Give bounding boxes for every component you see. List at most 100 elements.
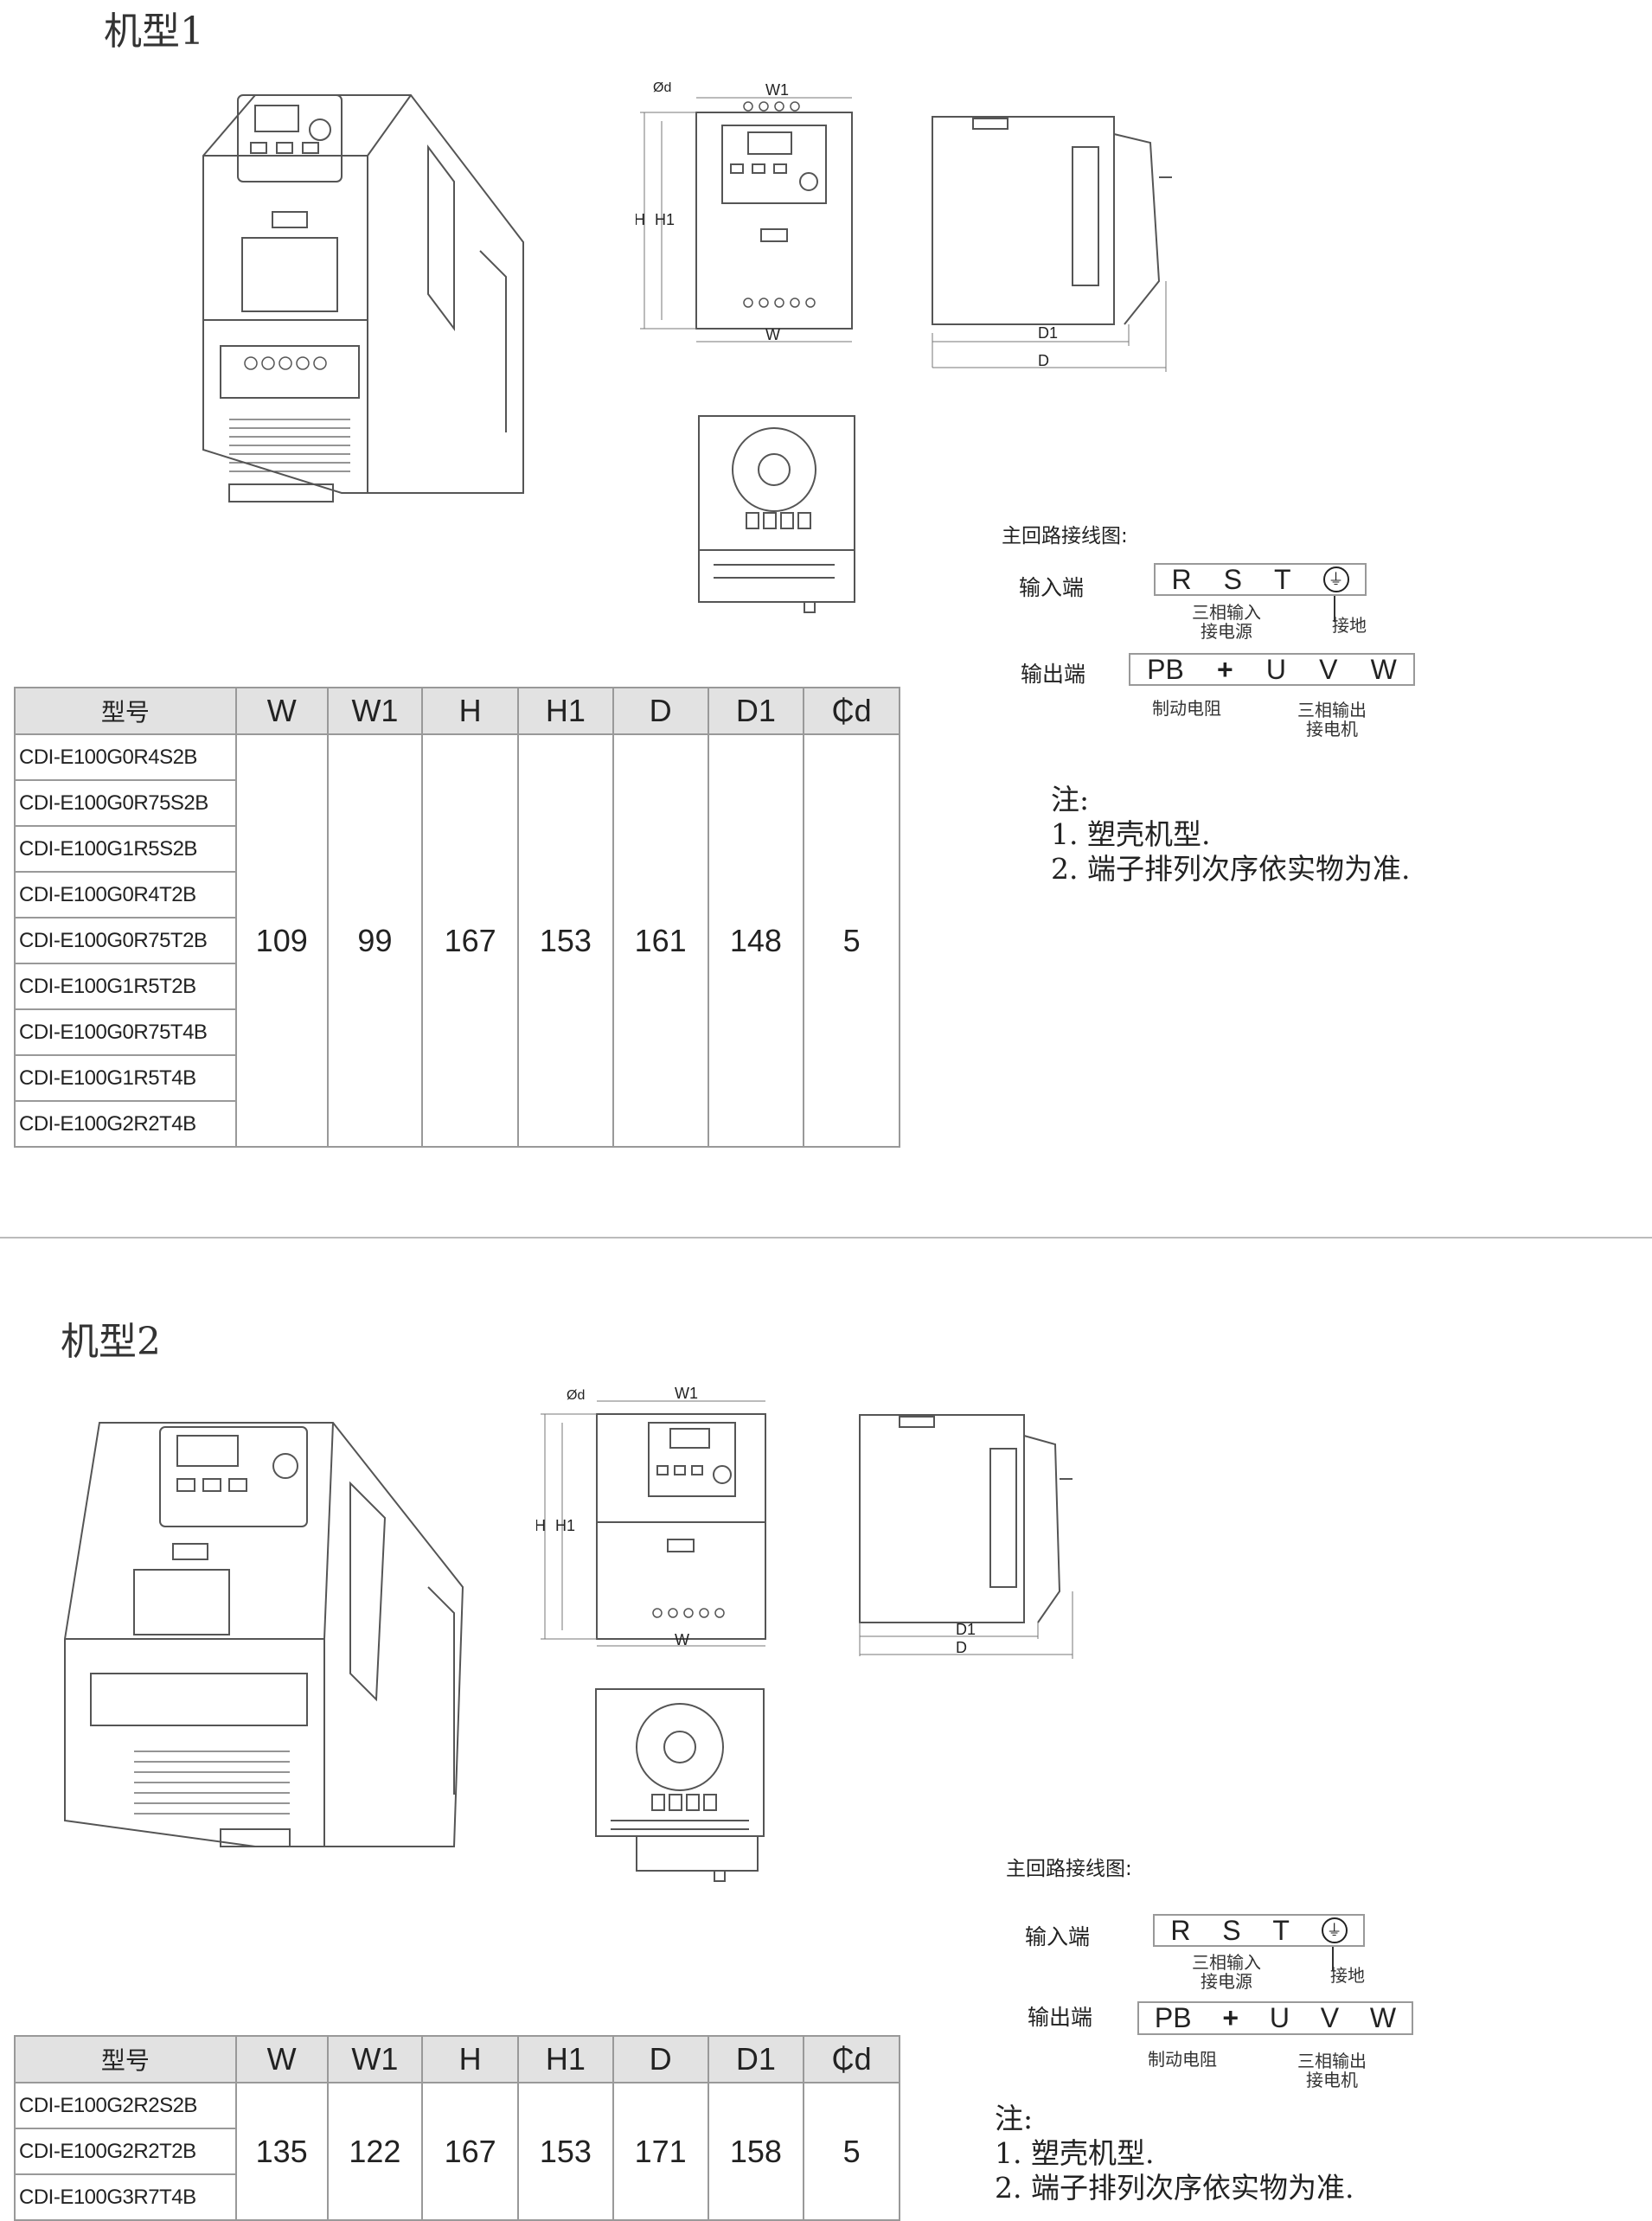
header-d1: D1 <box>707 687 805 735</box>
spec-table-2: 型号 W W1 H H1 D D1 ₵d CDI-E100G2R2S2B 135… <box>14 2035 900 2221</box>
table-row: CDI-E100G2R2T4B <box>14 1100 900 1148</box>
output-note-line2: 接电机 <box>1306 719 1358 739</box>
input-note: 三相输入 接电源 <box>1192 1953 1261 1991</box>
model-1-title: 机型1 <box>104 10 204 54</box>
bottom-view-1 <box>698 415 855 613</box>
header-d1: D1 <box>707 2035 805 2083</box>
wiring-title: 主回路接线图: <box>1006 1858 1132 1880</box>
output-terminal-label: 输出端 <box>1021 662 1086 687</box>
model-cell: CDI-E100G0R75S2B <box>14 779 237 827</box>
dim-h-label: H <box>536 1517 546 1534</box>
dim-w1-label: W1 <box>675 1385 698 1402</box>
model-cell: CDI-E100G0R75T4B <box>14 1008 237 1056</box>
terminal-pb: PB <box>1147 653 1184 685</box>
note-item: 2. 端子排列次序依实物为准. <box>995 2171 1354 2205</box>
header-w1: W1 <box>326 2035 424 2083</box>
front-view-1: W1 Ød W H H1 <box>636 82 853 343</box>
header-h1: H1 <box>517 2035 614 2083</box>
output-terminal-label: 输出端 <box>1028 2005 1093 2030</box>
notes-heading: 注: <box>995 2102 1034 2135</box>
table-row: CDI-E100G2R2S2B 135 122 167 153 171 158 … <box>14 2082 900 2221</box>
isometric-view-2 <box>64 1422 464 1847</box>
output-note-line2: 接电机 <box>1306 2070 1358 2090</box>
value-w1: 122 <box>326 2082 424 2221</box>
table-row: CDI-E100G0R75S2B <box>14 779 900 827</box>
terminal-s: S <box>1222 1914 1241 1946</box>
value-h: 167 <box>421 2082 520 2221</box>
header-d: D <box>611 2035 709 2083</box>
value-d1: 148 <box>707 733 805 1148</box>
dim-od-label: Ød <box>567 1388 585 1403</box>
side-view-1: D1 D <box>932 116 1172 372</box>
input-note-line2: 接电源 <box>1201 621 1252 642</box>
ground-note: 接地 <box>1332 615 1367 636</box>
ground-lead <box>1334 596 1335 622</box>
dim-d-label: D <box>1038 352 1049 369</box>
ground-lead <box>1332 1947 1334 1971</box>
terminal-u: U <box>1269 2002 1290 2033</box>
table-row: CDI-E100G2R2T2B <box>14 2128 900 2175</box>
notes: 注: 1. 塑壳机型. 2. 端子排列次序依实物为准. <box>1051 783 1410 886</box>
model-cell: CDI-E100G1R5T4B <box>14 1054 237 1102</box>
header-od: ₵d <box>803 687 900 735</box>
model-cell: CDI-E100G2R2S2B <box>14 2082 237 2129</box>
bottom-view-2 <box>595 1688 765 1882</box>
dim-w-label: W <box>675 1631 689 1648</box>
brake-resistor-note: 制动电阻 <box>1152 698 1221 719</box>
dim-w-label: W <box>765 326 780 343</box>
value-w: 135 <box>234 2082 329 2221</box>
input-note-line1: 三相输入 <box>1192 602 1261 623</box>
value-od: 5 <box>803 2082 900 2221</box>
model-cell: CDI-E100G1R5S2B <box>14 825 237 873</box>
input-terminal-label: 输入端 <box>1019 575 1085 600</box>
brake-resistor-note: 制动电阻 <box>1148 2049 1217 2070</box>
notes: 注: 1. 塑壳机型. 2. 端子排列次序依实物为准. <box>995 2102 1354 2205</box>
note-item: 1. 塑壳机型. <box>995 2136 1155 2170</box>
dim-h-label: H <box>636 211 645 228</box>
output-note-line1: 三相输出 <box>1297 700 1367 720</box>
terminal-w: W <box>1370 653 1397 685</box>
value-h1: 153 <box>517 733 614 1148</box>
terminal-r: R <box>1170 1914 1191 1946</box>
header-d: D <box>611 687 709 735</box>
wiring-title: 主回路接线图: <box>1002 525 1128 547</box>
value-d: 161 <box>611 733 709 1148</box>
terminal-r: R <box>1171 563 1192 595</box>
spec-table-1: 型号 W W1 H H1 D D1 ₵d CDI-E100G0R4S2B 109… <box>14 687 900 1148</box>
model-cell: CDI-E100G2R2T4B <box>14 1100 237 1148</box>
terminal-pb: PB <box>1154 2002 1192 2033</box>
value-h1: 153 <box>517 2082 614 2221</box>
model-2-title: 机型2 <box>61 1320 161 1364</box>
table-row: CDI-E100G0R4T2B <box>14 871 900 918</box>
dim-w1-label: W1 <box>765 82 789 99</box>
header-h: H <box>421 687 520 735</box>
note-item: 2. 端子排列次序依实物为准. <box>1051 852 1411 886</box>
value-d: 171 <box>611 2082 709 2221</box>
table-row: CDI-E100G1R5T2B <box>14 963 900 1010</box>
terminal-v: V <box>1319 653 1338 685</box>
output-note: 三相输出 接电机 <box>1297 701 1367 739</box>
input-terminal-block: R S T ⏚ <box>1154 563 1367 596</box>
terminal-v: V <box>1320 2002 1340 2033</box>
front-view-2: W1 Ød W H H1 <box>536 1385 766 1648</box>
output-note-line1: 三相输出 <box>1297 2051 1367 2071</box>
terminal-s: S <box>1223 563 1242 595</box>
dim-d1-label: D1 <box>1038 324 1058 342</box>
terminal-u: U <box>1265 653 1286 685</box>
terminal-w: W <box>1369 2002 1397 2033</box>
header-w: W <box>234 687 329 735</box>
terminal-plus: + <box>1222 2002 1239 2033</box>
header-h: H <box>421 2035 520 2083</box>
table-header-row: 型号 W W1 H H1 D D1 ₵d <box>14 2035 900 2083</box>
model-cell: CDI-E100G0R4T2B <box>14 871 237 918</box>
output-terminal-block: PB + U V W <box>1129 653 1415 686</box>
output-terminal-block: PB + U V W <box>1137 2001 1413 2035</box>
side-view-2: D1 D <box>859 1414 1073 1659</box>
value-od: 5 <box>803 733 900 1148</box>
table-row: CDI-E100G3R7T4B <box>14 2173 900 2221</box>
input-terminal-label: 输入端 <box>1025 1924 1091 1949</box>
header-od: ₵d <box>803 2035 900 2083</box>
header-h1: H1 <box>517 687 614 735</box>
dim-h1-label: H1 <box>655 211 675 228</box>
section-divider <box>0 1237 1652 1239</box>
